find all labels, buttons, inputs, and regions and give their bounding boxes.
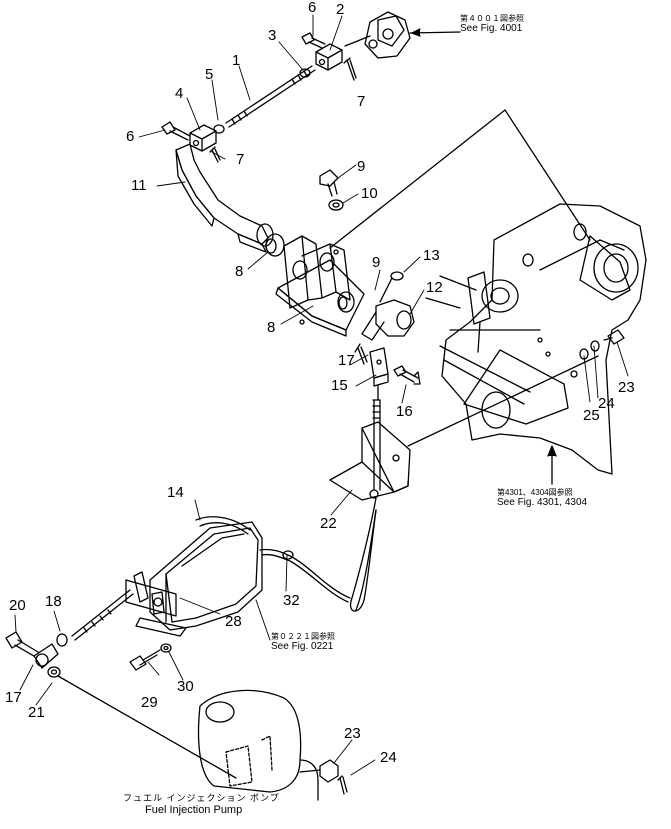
pump-label-en: Fuel Injection Pump [145, 803, 243, 816]
part-number-6: 6 [308, 0, 317, 16]
leader-lines [14, 14, 629, 776]
pump-label-jp: フュエル インジェクション ポンプ [123, 793, 280, 803]
part-number-25: 22 [320, 515, 337, 532]
part-number-eighteen: 1718 [45, 593, 62, 610]
bolt-washer-drawing [319, 169, 344, 211]
part-number-30: 29 [141, 694, 158, 711]
cam-lever-drawing [354, 271, 421, 401]
fuel-injection-pump-label: フュエル インジェクション ポンプ Fuel Injection Pump [123, 793, 280, 817]
part-number-14: 13 [423, 247, 440, 264]
bracket-drawing [265, 109, 591, 337]
part-number-10: 9 [357, 158, 366, 175]
part-number-4: 4 [175, 85, 184, 102]
part-number-16: 15 [331, 377, 348, 394]
reference-fig-4301-en: See Fig. 4301, 4304 [497, 497, 588, 509]
part-number-15: 14 [167, 484, 184, 501]
part-number-13: 12 [426, 279, 443, 296]
reference-fig-0221-jp: 第０２２１図参照 [271, 632, 335, 641]
housing-drawing [125, 516, 263, 637]
reference-fig-4301-4304: 第4301、4304図参照 See Fig. 4301, 4304 [497, 488, 587, 509]
bolt-30-31-drawing [129, 643, 172, 671]
part-number-26: 23 [618, 379, 635, 396]
part-number-twenty-four: 24 [380, 749, 397, 766]
reference-fig-4001-en: See Fig. 4001 [460, 23, 523, 35]
part-number-8-visible-final: 8 [267, 319, 276, 336]
part-number-12: 11 [131, 177, 147, 194]
cable-bracket-drawing [259, 355, 599, 612]
part-number-31: 30 [177, 678, 194, 695]
part-number-2: 2 [336, 1, 345, 18]
reference-fig-0221-en: See Fig. 0221 [271, 641, 334, 653]
part-number-20: 17 [338, 352, 355, 369]
part-number-29: 28 [225, 613, 242, 630]
part-number-7: 7 [236, 151, 245, 168]
ball-joint-drawing [5, 589, 237, 779]
part-number-21: 20 [9, 597, 26, 614]
part-number-twenty-three: 23 [344, 725, 361, 742]
part-number-19: 16 [396, 403, 413, 420]
reference-fig-4301-jp: 第4301、4304図参照 [497, 488, 573, 497]
part-number-9: 8 [235, 263, 244, 280]
lever-drawing [175, 143, 274, 253]
rod-assembly-drawing [161, 32, 357, 163]
reference-fig-4001-jp: 第４００１図参照 [460, 14, 524, 23]
part-number-3: 3 [268, 27, 277, 44]
fuel-injection-pump-drawing [197, 689, 348, 801]
part-number-seventeen: 17 [5, 689, 22, 706]
part-number-32: 32 [283, 592, 300, 609]
part-number-6: 6 [126, 128, 135, 145]
part-number-22: 21 [28, 704, 45, 721]
reference-fig-4001: 第４００１図参照 See Fig. 4001 [460, 14, 524, 35]
part-number-11: 10 [361, 185, 378, 202]
part-number-1: 1 [232, 52, 241, 69]
clip-assembly-drawing [344, 11, 461, 59]
part-number-7: 7 [357, 93, 366, 110]
reference-fig-0221: 第０２２１図参照 See Fig. 0221 [271, 632, 335, 653]
frame-drawing [425, 203, 647, 485]
part-number-28: 25 [583, 407, 600, 424]
part-number-27: 24 [598, 395, 615, 412]
part-number-5: 5 [205, 66, 214, 83]
part-number-9: 9 [372, 254, 381, 271]
